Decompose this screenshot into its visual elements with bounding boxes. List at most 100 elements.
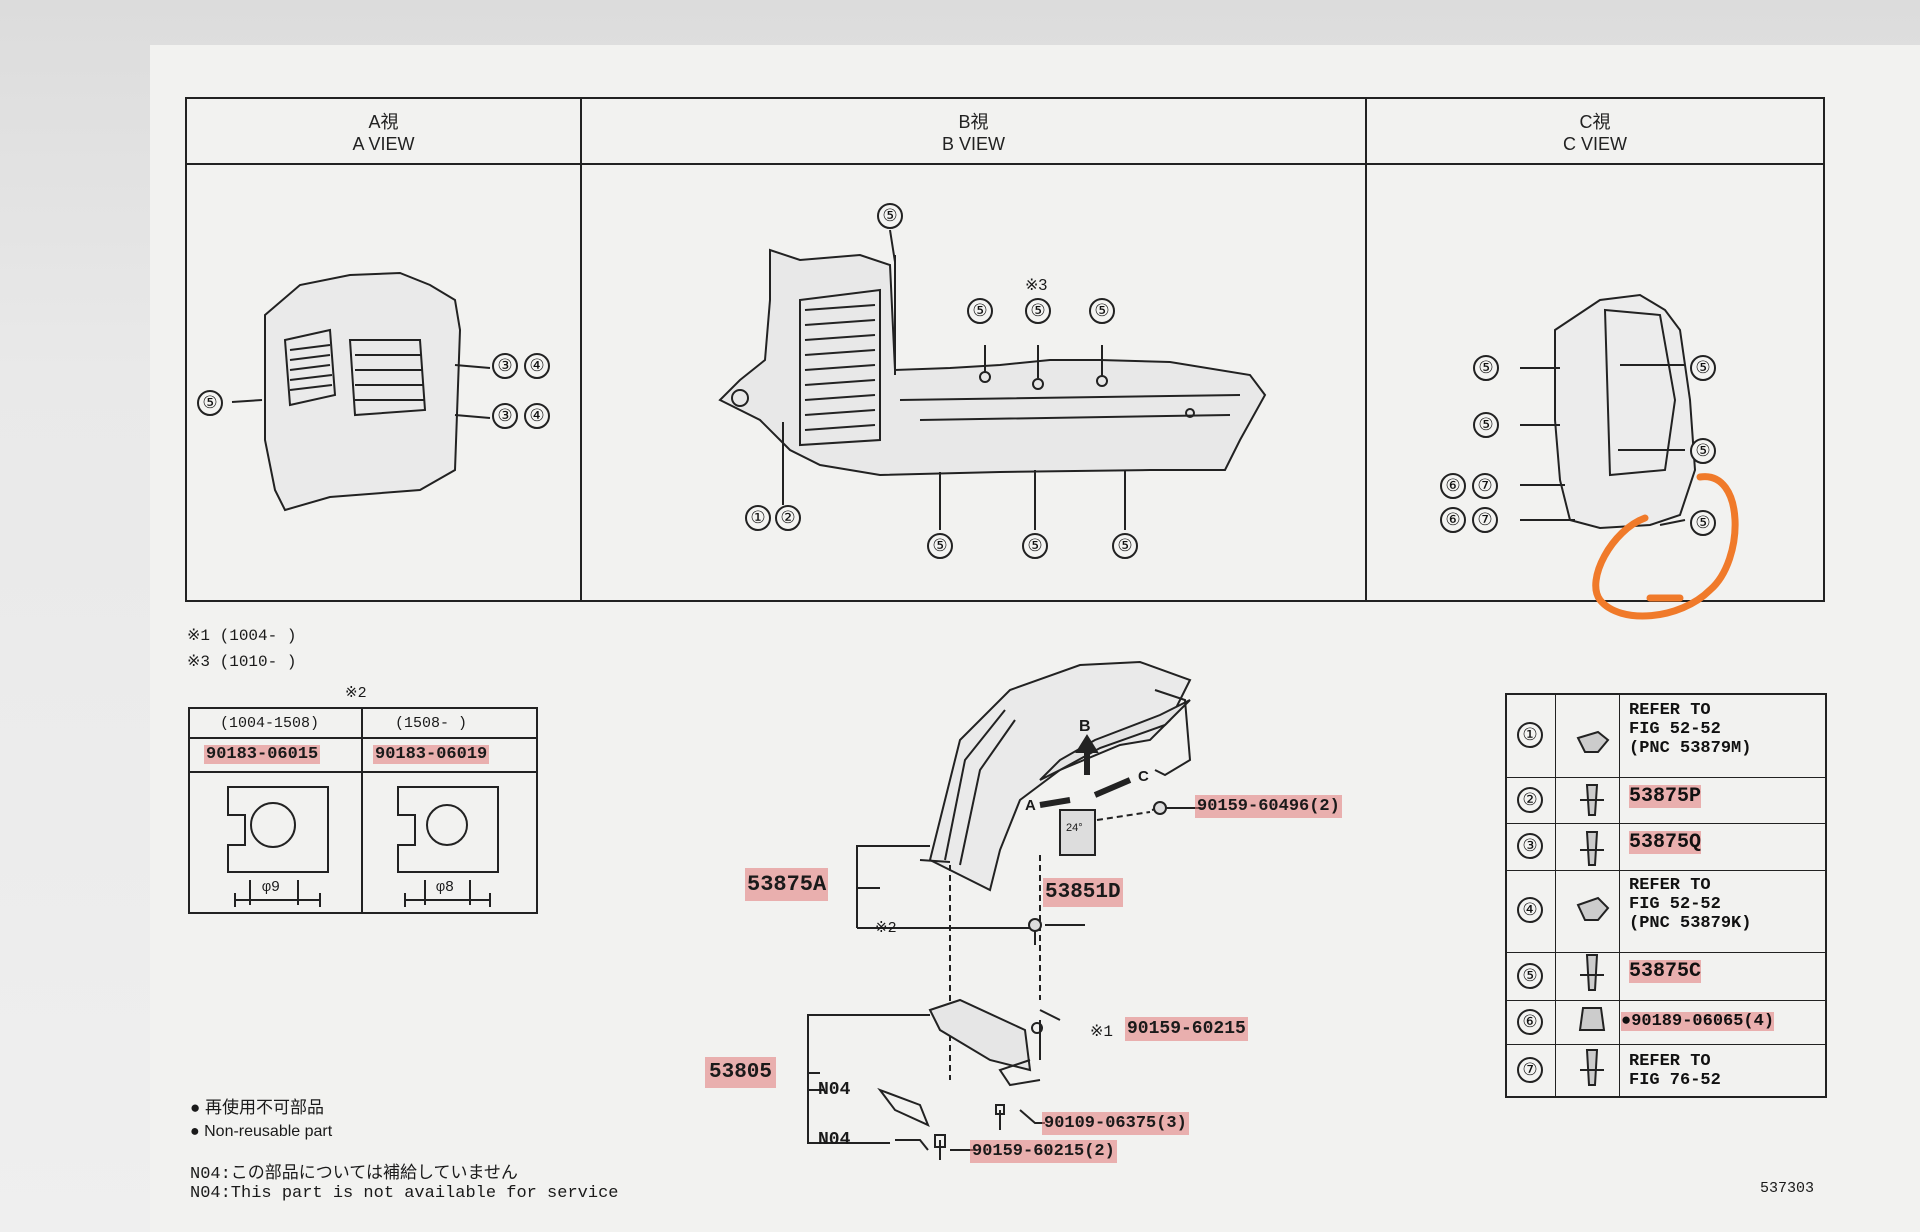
orange-annotation-circle <box>1592 473 1739 620</box>
note-text: Non-reusable part <box>204 1123 333 1140</box>
c-ref-5: ⑤ <box>1690 438 1716 464</box>
legend-num: ⑤ <box>1517 963 1543 989</box>
arrow-c-label: C <box>1138 768 1149 785</box>
note-nonreusable-jp: ● 再使用不可部品 <box>190 1098 324 1117</box>
a-ref-5: ⑤ <box>197 390 223 416</box>
washer-col2-dim: φ8 <box>436 879 455 896</box>
clip-icon <box>1555 1000 1620 1044</box>
legend-row: ③ 53875Q <box>1507 823 1825 871</box>
b-view-en: B VIEW <box>941 134 1005 154</box>
c-view-liner-drawing <box>1520 293 1697 530</box>
a-view-liner-drawing <box>231 271 491 512</box>
note-n04-en: N04:This part is not available for servi… <box>190 1184 619 1203</box>
callout-53875a: 53875A <box>745 868 829 901</box>
legend-num: ⑥ <box>1517 1009 1543 1035</box>
c-ref-6: ⑥ <box>1440 507 1466 533</box>
note-n04-jp: N04:この部品については補給していません <box>190 1165 518 1184</box>
washer-drawings <box>227 786 499 907</box>
clip-icon <box>1555 695 1620 777</box>
b-ref-1: ① <box>745 505 771 531</box>
c-view-en: C VIEW <box>1562 134 1627 154</box>
clip-icon <box>1555 777 1620 823</box>
a-view-jp: A視 <box>368 112 399 132</box>
c-ref-5-circled: ⑤ <box>1690 510 1716 536</box>
a-ref-4: ④ <box>524 353 550 379</box>
b-ref-5: ⑤ <box>1025 298 1051 324</box>
callout-n04-upper: N04 <box>818 1080 851 1100</box>
exploded-diagram-drawing <box>807 660 1205 1160</box>
clip-icon <box>1555 952 1620 1000</box>
c-ref-7: ⑦ <box>1472 473 1498 499</box>
washer-col2-range: (1508- ) <box>395 715 468 732</box>
c-ref-5: ⑤ <box>1473 355 1499 381</box>
legend-text: 53875P <box>1629 785 1702 808</box>
b-ref-2: ② <box>775 505 801 531</box>
legend-row: ⑤ 53875C <box>1507 952 1825 1001</box>
washer-col1-range: (1004-1508) <box>220 715 320 732</box>
callout-90109-06375: 90109-06375(3) <box>1042 1112 1189 1135</box>
callout-90159-60215-2: 90159-60215(2) <box>970 1140 1117 1163</box>
angle-label: 24° <box>1066 822 1083 834</box>
a-ref-3: ③ <box>492 353 518 379</box>
callout-90159-60496: 90159-60496(2) <box>1195 795 1342 818</box>
c-view-jp: C視 <box>1579 112 1611 132</box>
footnote-2: ※2 <box>345 685 367 702</box>
legend-text: REFER TO <box>1629 1052 1711 1071</box>
a-ref-3: ③ <box>492 403 518 429</box>
legend-num: ① <box>1517 722 1543 748</box>
callout-n04-lower: N04 <box>818 1130 851 1150</box>
legend-text: 53875C <box>1629 960 1702 983</box>
legend-text: (PNC 53879K) <box>1629 914 1752 933</box>
legend-row: ② 53875P <box>1507 777 1825 824</box>
c-ref-6: ⑥ <box>1440 473 1466 499</box>
legend-text: 53875Q <box>1629 831 1702 854</box>
legend-icons <box>1576 730 1610 1086</box>
footnote-3: ※3 (1010- ) <box>187 653 297 671</box>
arrow-b-label: B <box>1079 718 1091 735</box>
b-view-liner-drawing <box>718 229 1267 530</box>
note-nonreusable-en: ● Non-reusable part <box>190 1123 333 1140</box>
arrow-a-label: A <box>1025 797 1036 814</box>
legend-text: FIG 76-52 <box>1629 1071 1721 1090</box>
b-ref-5: ⑤ <box>1089 298 1115 324</box>
a-ref-4: ④ <box>524 403 550 429</box>
legend-text: FIG 52-52 <box>1629 720 1721 739</box>
catalog-sheet <box>150 45 1920 1232</box>
b-ref-5: ⑤ <box>967 298 993 324</box>
a-view-en: A VIEW <box>352 134 415 154</box>
clip-icon <box>1555 1044 1620 1096</box>
legend-num: ③ <box>1517 833 1543 859</box>
figure-code: 537303 <box>1760 1180 1815 1197</box>
washer-col2-part: 90183-06019 <box>373 745 490 764</box>
b-note-3: ※3 <box>1025 277 1048 294</box>
b-view-jp: B視 <box>958 112 989 132</box>
washer-col1-part: 90183-06015 <box>204 745 321 764</box>
legend-num: ② <box>1517 787 1543 813</box>
callout-53805: 53805 <box>705 1057 777 1088</box>
c-ref-5: ⑤ <box>1473 412 1499 438</box>
legend-text: ●90189-06065(4) <box>1621 1012 1775 1031</box>
washer-col1-dim: φ9 <box>262 879 281 896</box>
legend-text: (PNC 53879M) <box>1629 739 1752 758</box>
legend-text: REFER TO <box>1629 701 1711 720</box>
clip-icon <box>1555 870 1620 952</box>
clip-icon <box>1555 823 1620 870</box>
c-ref-5: ⑤ <box>1690 355 1716 381</box>
legend-text: REFER TO <box>1629 876 1711 895</box>
footnote-1: ※1 (1004- ) <box>187 627 297 645</box>
legend-text: FIG 52-52 <box>1629 895 1721 914</box>
b-ref-5: ⑤ <box>1022 533 1048 559</box>
washer-table: (1004-1508) (1508- ) 90183-06015 90183-0… <box>188 707 538 914</box>
callout-note-2: ※2 <box>875 920 897 937</box>
callout-90159-60215: 90159-60215 <box>1125 1017 1248 1041</box>
